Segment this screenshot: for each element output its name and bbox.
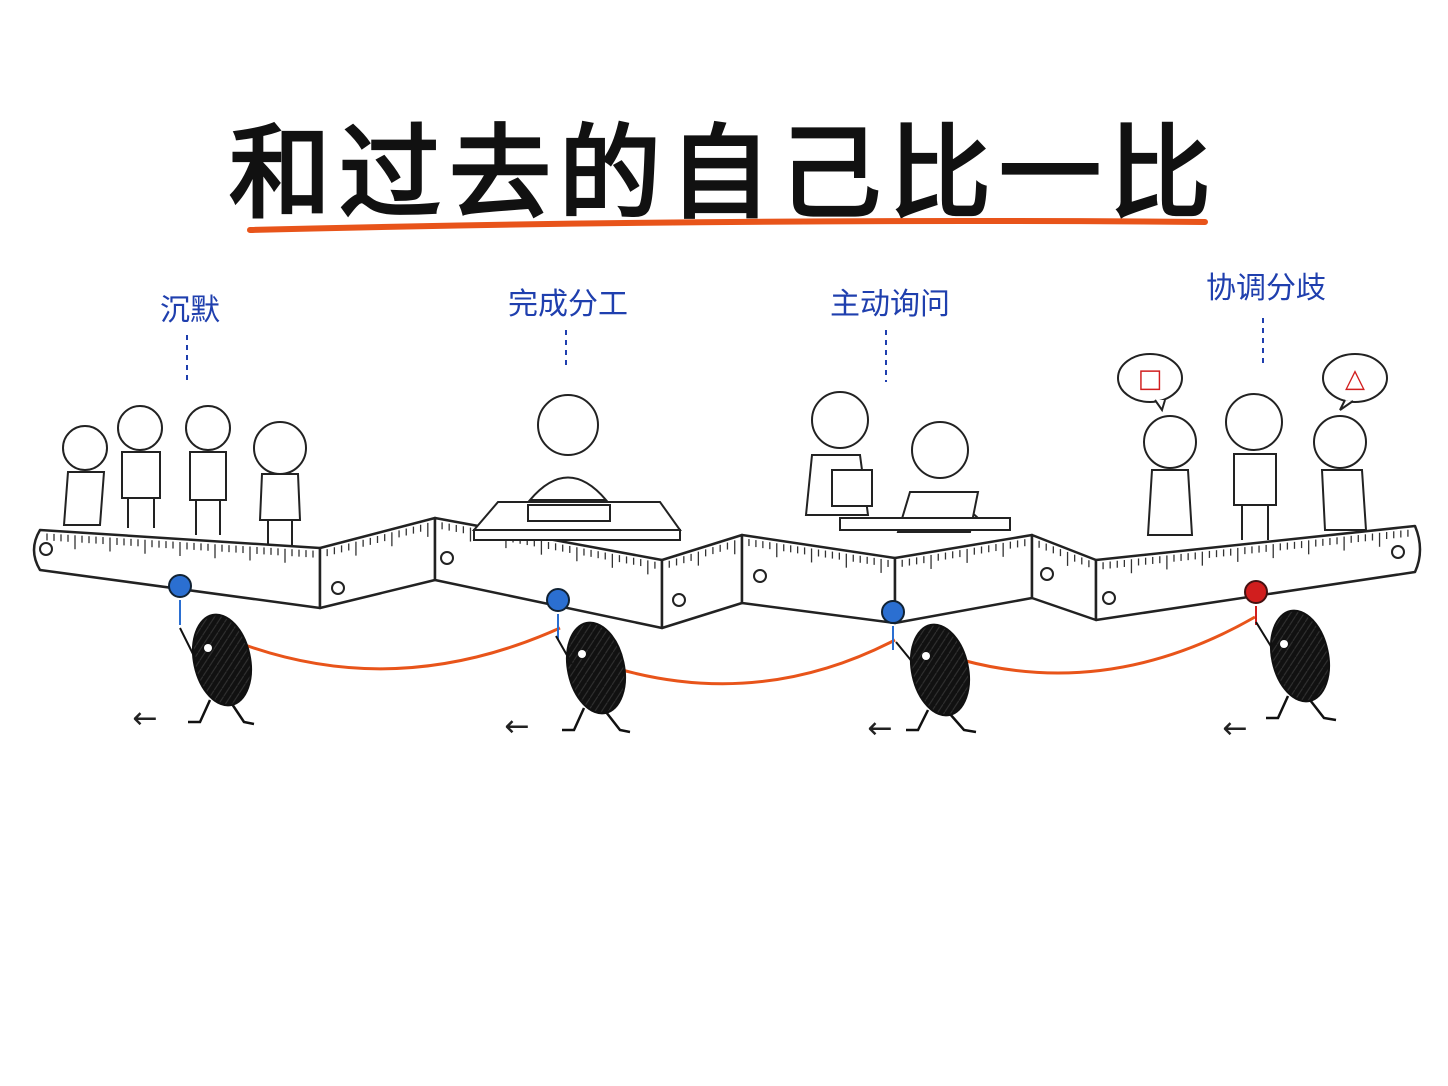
arrow-left-icon-1: ← — [132, 701, 157, 736]
arrow-left-icon-4: ← — [1222, 711, 1247, 746]
progress-rope — [244, 615, 1256, 686]
group-division — [471, 394, 682, 541]
marker-2-pin — [546, 588, 570, 640]
child-writing-head — [537, 394, 599, 456]
ruler-segment-1 — [32, 528, 322, 610]
speech-bubble-left — [1117, 353, 1183, 403]
marker-4-pin — [1244, 580, 1268, 625]
title-underline — [247, 218, 1208, 233]
leader-lines — [186, 318, 1264, 382]
marker-1-pin — [168, 574, 192, 625]
child-2 — [117, 405, 163, 528]
creature-1 — [179, 613, 255, 726]
group-asking — [804, 391, 1011, 533]
creature-2 — [555, 621, 631, 734]
stage-label-1: 沉默 — [160, 293, 220, 328]
ruler-holes — [39, 542, 1405, 607]
child-laptop-head — [911, 421, 969, 479]
marker-3-pin — [881, 600, 905, 650]
arrow-left-icon-3: ← — [867, 711, 892, 746]
markers — [168, 574, 1268, 650]
ruler-segment-6 — [893, 533, 1034, 625]
child-4 — [253, 421, 307, 545]
arrow-left-icon-2: ← — [504, 709, 529, 744]
title: 和过去的自己比一比 — [229, 115, 1219, 234]
creatures — [179, 609, 1337, 734]
child-clipboard-head — [811, 391, 869, 449]
bubble-square-icon: □ — [1138, 364, 1163, 394]
bubble-triangle-icon: △ — [1345, 364, 1365, 394]
group-silent — [62, 405, 307, 545]
stage-label-3: 主动询问 — [830, 287, 950, 322]
child-1 — [62, 425, 108, 526]
ruler-segment-8 — [1094, 524, 1422, 622]
speech-bubble-right — [1322, 353, 1388, 403]
creature-3 — [895, 623, 977, 734]
stage-label-4: 协调分歧 — [1206, 271, 1326, 306]
folded-ruler — [32, 516, 1422, 630]
ruler-segment-4 — [660, 533, 744, 630]
stage-label-2: 完成分工 — [508, 287, 628, 322]
child-3 — [185, 405, 231, 535]
ruler-ticks — [46, 522, 1409, 575]
creature-4 — [1255, 609, 1337, 722]
group-coordination — [1117, 353, 1388, 540]
clipboard — [831, 469, 873, 507]
